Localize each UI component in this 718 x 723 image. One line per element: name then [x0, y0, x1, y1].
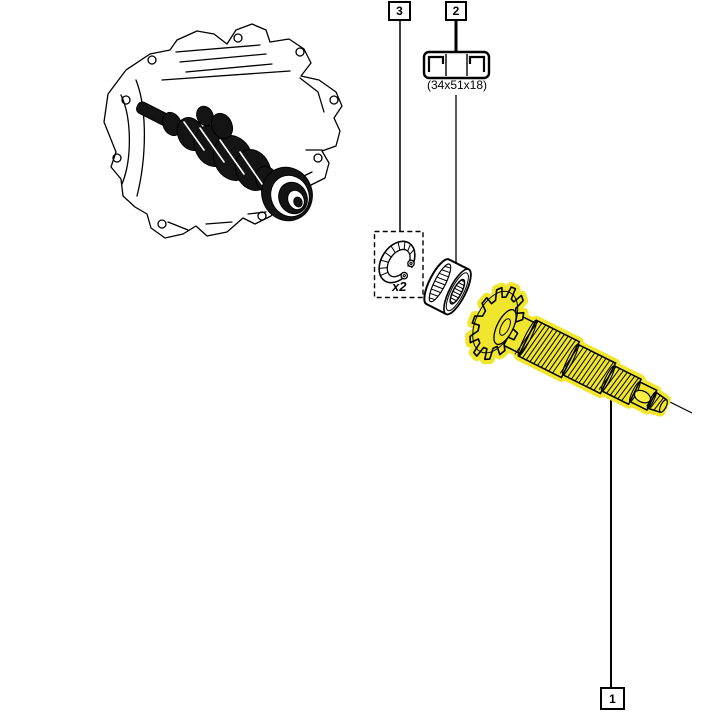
bearing-dimension-icon	[422, 50, 491, 80]
callout-box-3[interactable]: 3	[388, 1, 411, 21]
callout-label: 3	[396, 4, 403, 18]
needle-bearing-drawing[interactable]	[419, 256, 476, 318]
callout-label: 2	[452, 4, 460, 18]
circlip-quantity-label: x2	[392, 279, 407, 294]
circlip-drawing[interactable]	[372, 235, 430, 294]
gearbox-overview-drawing	[103, 23, 343, 239]
bearing-dimensions-label: (34x51x18)	[426, 78, 488, 92]
input-shaft-drawing[interactable]	[459, 278, 683, 442]
leader-lines	[399, 21, 693, 687]
callout-box-2[interactable]: 2	[445, 1, 467, 21]
callout-label: 1	[609, 691, 616, 706]
callout-box-1[interactable]: 1	[600, 687, 625, 710]
